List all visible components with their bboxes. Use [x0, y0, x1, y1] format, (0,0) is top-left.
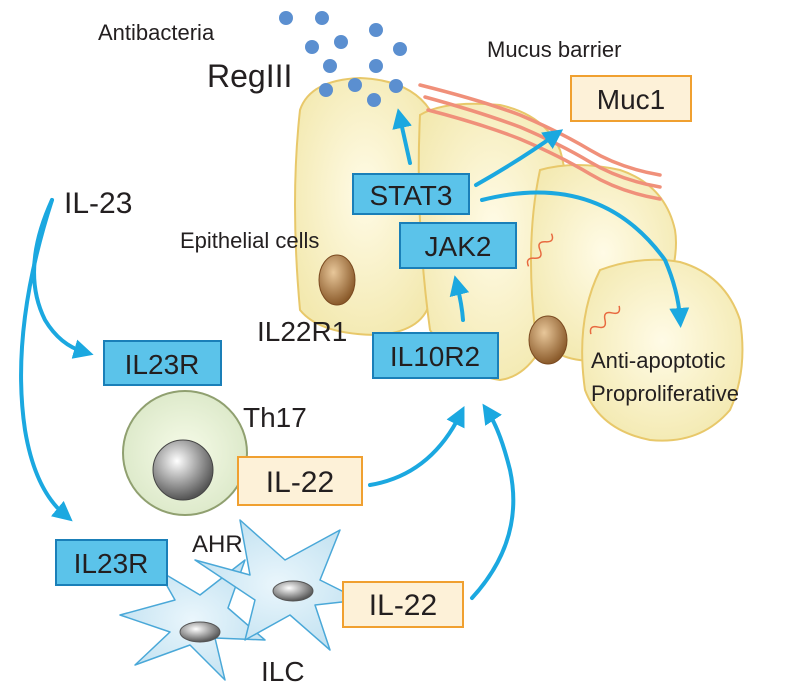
il23r-bottom-box: IL23R [55, 539, 168, 586]
arrow-il23-to-il23r-bottom [19, 198, 73, 522]
antibacteria-label: Antibacteria [98, 20, 215, 45]
th17-cell [122, 390, 248, 516]
tight-junction-2 [589, 305, 621, 335]
il22-th17-box: IL-22 [237, 456, 363, 506]
th17-label: Th17 [243, 402, 307, 433]
stat3-box: STAT3 [352, 173, 470, 215]
proproliferative-label: Proproliferative [591, 381, 739, 406]
il10r2-box: IL10R2 [372, 332, 499, 379]
epithelial-nucleus-2 [528, 315, 568, 365]
epithelial-nucleus-1 [318, 254, 356, 306]
ilc-label: ILC [261, 656, 305, 687]
epithelial-cell-group [294, 76, 744, 442]
muc1-box-label: Muc1 [597, 84, 665, 115]
muc1-box: Muc1 [570, 75, 692, 122]
il23r-top-box-label: IL23R [125, 349, 200, 380]
il23-label: IL-23 [64, 187, 132, 220]
arrows [19, 108, 690, 600]
arrow-il22-ilc-to-il10r2 [470, 403, 516, 600]
arrow-il10r2-to-jak2 [449, 275, 470, 322]
arrow-stat3-to-antiapoptotic [480, 190, 690, 328]
regIII-label: RegIII [207, 58, 292, 94]
stat3-box-label: STAT3 [370, 180, 453, 211]
epithelial-cells-label: Epithelial cells [180, 228, 319, 253]
ilc-nucleus-1 [179, 621, 221, 643]
tight-junction-1 [526, 233, 554, 267]
il22-ilc-box: IL-22 [342, 581, 464, 628]
arrow-stat3-to-muc1 [474, 129, 564, 187]
il23r-bottom-box-label: IL23R [74, 548, 149, 579]
anti-apoptotic-label: Anti-apoptotic [591, 348, 726, 373]
il10r2-box-label: IL10R2 [390, 341, 480, 372]
ahr-label: AHR [192, 531, 243, 558]
mucus-barrier-label: Mucus barrier [487, 37, 621, 62]
il23r-top-box: IL23R [103, 340, 222, 386]
arrow-il22-th17-to-il10r2 [368, 406, 465, 487]
il22-ilc-box-label: IL-22 [369, 589, 437, 622]
epithelial-cell-4 [581, 258, 744, 442]
jak2-box: JAK2 [399, 222, 517, 269]
th17-nucleus [152, 439, 214, 501]
il22-th17-box-label: IL-22 [266, 466, 334, 499]
arrow-stat3-to-regIII [392, 108, 412, 165]
arrow-il23-to-il23r-top [32, 198, 94, 359]
ilc-nucleus-2 [272, 580, 314, 602]
regIII-dots [279, 11, 407, 107]
il22r1-label: IL22R1 [257, 316, 347, 347]
jak2-box-label: JAK2 [425, 231, 492, 262]
